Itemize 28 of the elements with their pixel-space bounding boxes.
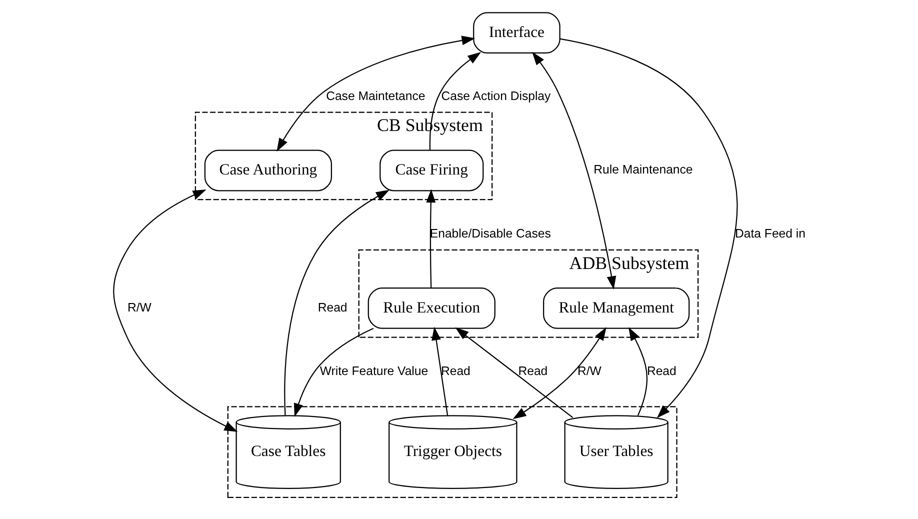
arrow xyxy=(559,38,738,418)
edge-label: Rule Maintenance xyxy=(593,162,692,177)
node-box: Case Authoring xyxy=(204,150,332,192)
node-box: Rule Management xyxy=(542,287,690,329)
edge-label: Read xyxy=(317,300,347,314)
edge-label: R/W xyxy=(127,300,151,314)
arrow xyxy=(293,328,374,417)
arrow xyxy=(112,190,238,432)
edge-label: Write Feature Value xyxy=(319,364,428,378)
edge-label: Enable/Disable Cases xyxy=(429,226,550,240)
arrow xyxy=(276,36,475,152)
arrow xyxy=(512,327,606,420)
arrow xyxy=(431,326,448,416)
arrow xyxy=(628,327,648,416)
arrow xyxy=(284,190,389,416)
node-box: Interface xyxy=(472,12,560,54)
node-box: Case Firing xyxy=(379,150,484,192)
arrow xyxy=(532,52,616,290)
edge-label: Read xyxy=(518,364,548,378)
arrow xyxy=(426,189,436,288)
node-box: Rule Execution xyxy=(367,287,495,329)
edge-label: Read xyxy=(646,364,676,378)
edge-label: Read xyxy=(440,364,470,378)
edge-label: Case Action Display xyxy=(440,88,550,103)
edge-label: R/W xyxy=(577,364,601,378)
edge-label: Data Feed in xyxy=(734,226,805,240)
arrow xyxy=(454,327,573,418)
edge-label: Case Maintetance xyxy=(326,88,425,103)
